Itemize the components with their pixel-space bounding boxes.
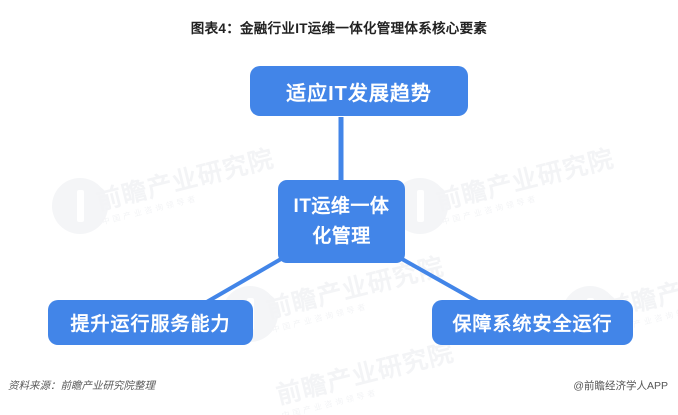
- node-center-label: IT运维一体 化管理: [293, 195, 390, 247]
- connector-center-to-left: [203, 257, 283, 305]
- connector-center-to-right: [401, 257, 481, 305]
- page-title: 图表4：金融行业IT运维一体化管理体系核心要素: [190, 21, 488, 36]
- node-bottom-left[interactable]: 提升运行服务能力: [48, 300, 253, 345]
- node-bottom-right[interactable]: 保障系统安全运行: [432, 300, 633, 345]
- brand-note: @前瞻经济学人APP: [573, 380, 668, 392]
- node-bottom-right-label: 保障系统安全运行: [452, 314, 613, 335]
- node-top-label: 适应IT发展趋势: [286, 82, 432, 105]
- node-center[interactable]: IT运维一体 化管理: [278, 180, 405, 263]
- node-top[interactable]: 适应IT发展趋势: [250, 66, 468, 116]
- node-bottom-left-label: 提升运行服务能力: [70, 314, 231, 335]
- source-note: 资料来源：前瞻产业研究院整理: [8, 380, 155, 392]
